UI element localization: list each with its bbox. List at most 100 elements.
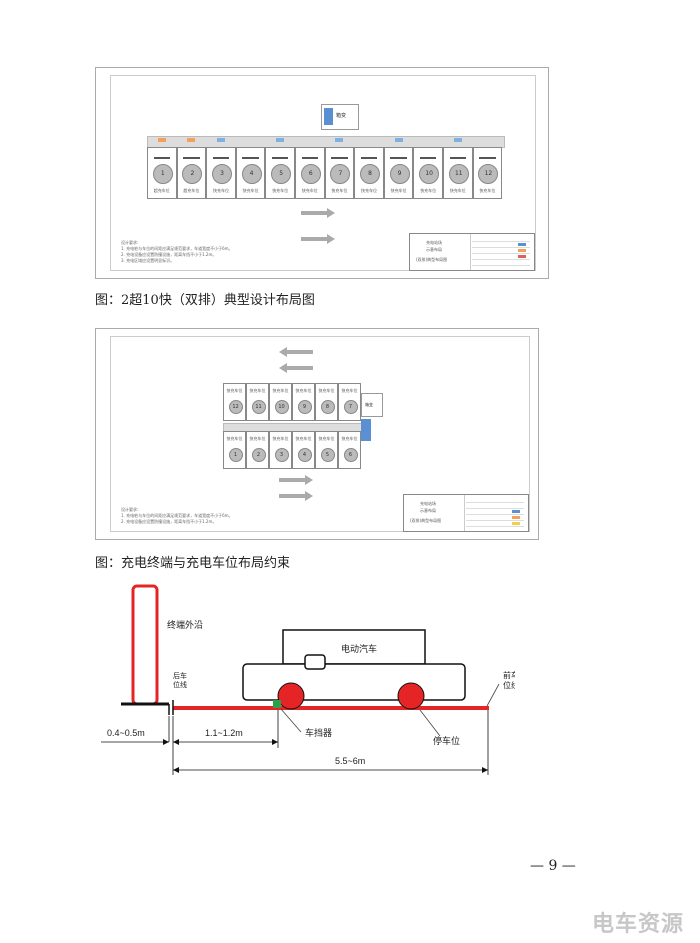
parking-slot: 3 快充车位 [206, 147, 236, 199]
figure-2-notes: 设计要求:1. 充电桩与车位的间距应满足规范要求，车道宽度不小于6m。2. 充电… [121, 507, 233, 524]
slot-number: 7 [343, 400, 358, 414]
slot-label: 快充车位 [420, 188, 437, 193]
slot-bar [183, 157, 200, 159]
slot-number: 12 [228, 400, 243, 414]
transformer-box: 箱变 [321, 104, 359, 130]
wheel-stopper [273, 700, 281, 708]
traffic-arrows-top [279, 347, 313, 373]
rear-line-label: 后车 [173, 671, 187, 680]
front-line-label-2: 位线 [503, 680, 515, 690]
slot-bar [449, 157, 467, 159]
parking-slot: 12 快充车位 [472, 147, 503, 199]
slot-label: 快充车位 [272, 188, 289, 193]
slot-number: 8 [359, 164, 380, 184]
traffic-arrows-bottom [279, 475, 313, 501]
slot-bar [153, 157, 171, 159]
slot-label: 快充车位 [331, 188, 348, 193]
slot-label: 快充车位 [341, 388, 358, 393]
stopper-label: 车挡器 [305, 727, 332, 738]
parking-slot: 快充车位 12 [223, 383, 246, 421]
rail-marker [217, 138, 225, 142]
slot-number: 4 [241, 164, 262, 184]
parking-slot: 快充车位 3 [269, 431, 292, 469]
dimension-parking-length: 5.5~6m [335, 756, 365, 766]
figure-1-caption: 图：2超10快（双排）典型设计布局图 [95, 293, 315, 308]
slot-bar [301, 157, 319, 159]
slot-label: 快充车位 [295, 436, 312, 441]
slot-number: 2 [182, 164, 203, 184]
figure-1-titleblock: 充电站场 示意布局 (双排)典型布局图 [409, 233, 535, 271]
slot-label: 快充车位 [479, 188, 496, 193]
front-line-label: 前车 [503, 670, 515, 680]
parking-slot: 8 快充车位 [354, 147, 384, 199]
slot-bar [331, 157, 348, 159]
transformer-blue-tag [324, 108, 333, 125]
dimension-stopper-gap: 1.1~1.2m [205, 728, 243, 738]
watermark: 电车资源 [592, 912, 685, 937]
car-label: 电动汽车 [341, 643, 377, 654]
slot-bar [390, 157, 407, 159]
transformer-label-2: 箱变 [365, 402, 373, 407]
rear-line-label-2: 位线 [173, 680, 187, 689]
rail-marker [394, 138, 403, 142]
slot-label: 快充车位 [212, 188, 229, 193]
slot-bar [479, 157, 496, 159]
slot-label: 超充车位 [153, 188, 170, 193]
slot-number: 9 [389, 164, 410, 184]
slot-number: 12 [478, 164, 499, 184]
slot-label: 快充车位 [226, 388, 243, 393]
slot-label: 快充车位 [318, 436, 335, 441]
slot-bar [242, 157, 259, 159]
slot-label: 快充车位 [272, 388, 289, 393]
parking-slot: 9 快充车位 [383, 147, 414, 199]
slot-label: 快充车位 [249, 388, 266, 393]
car-body [242, 663, 466, 701]
slot-bar [360, 157, 378, 159]
page-number: — 9 — [530, 858, 576, 874]
rail-marker [276, 138, 285, 142]
slot-number: 1 [228, 448, 243, 462]
slot-number: 1 [152, 164, 173, 184]
slot-number: 3 [274, 448, 289, 462]
parking-label: 停车位 [433, 735, 460, 746]
front-wheel [397, 682, 425, 710]
slot-number: 11 [448, 164, 469, 184]
slot-number: 8 [320, 400, 335, 414]
slot-label: 快充车位 [295, 388, 312, 393]
slot-label: 快充车位 [272, 436, 289, 441]
rear-wheel [277, 682, 305, 710]
slot-label: 快充车位 [449, 188, 466, 193]
transformer-box-2: 箱变 [361, 393, 383, 417]
figure-1-notes: 设计要求:1. 充电桩与车位的间距应满足规范要求，车道宽度不小于6m。2. 充电… [121, 240, 233, 263]
charging-terminal [131, 584, 159, 706]
parking-constraint-diagram: 终端外沿 后车 位线 电动汽车 前车 位线 车挡器 停车位 0.4~0.5m 1… [101, 584, 515, 775]
parking-slot: 11 快充车位 [443, 147, 473, 199]
slot-label: 快充车位 [360, 188, 377, 193]
slot-label: 快充车位 [390, 188, 407, 193]
transformer-blue-tag-2 [361, 419, 371, 441]
slot-number: 3 [211, 164, 232, 184]
slot-bar [419, 157, 437, 159]
slot-label: 超充车位 [183, 188, 200, 193]
slot-label: 快充车位 [341, 436, 358, 441]
slot-number: 4 [297, 448, 312, 462]
rail-marker [335, 138, 344, 142]
rail-marker [157, 138, 166, 142]
slot-number: 11 [251, 400, 266, 414]
parking-slot: 快充车位 4 [292, 431, 315, 469]
slot-bar [271, 157, 289, 159]
